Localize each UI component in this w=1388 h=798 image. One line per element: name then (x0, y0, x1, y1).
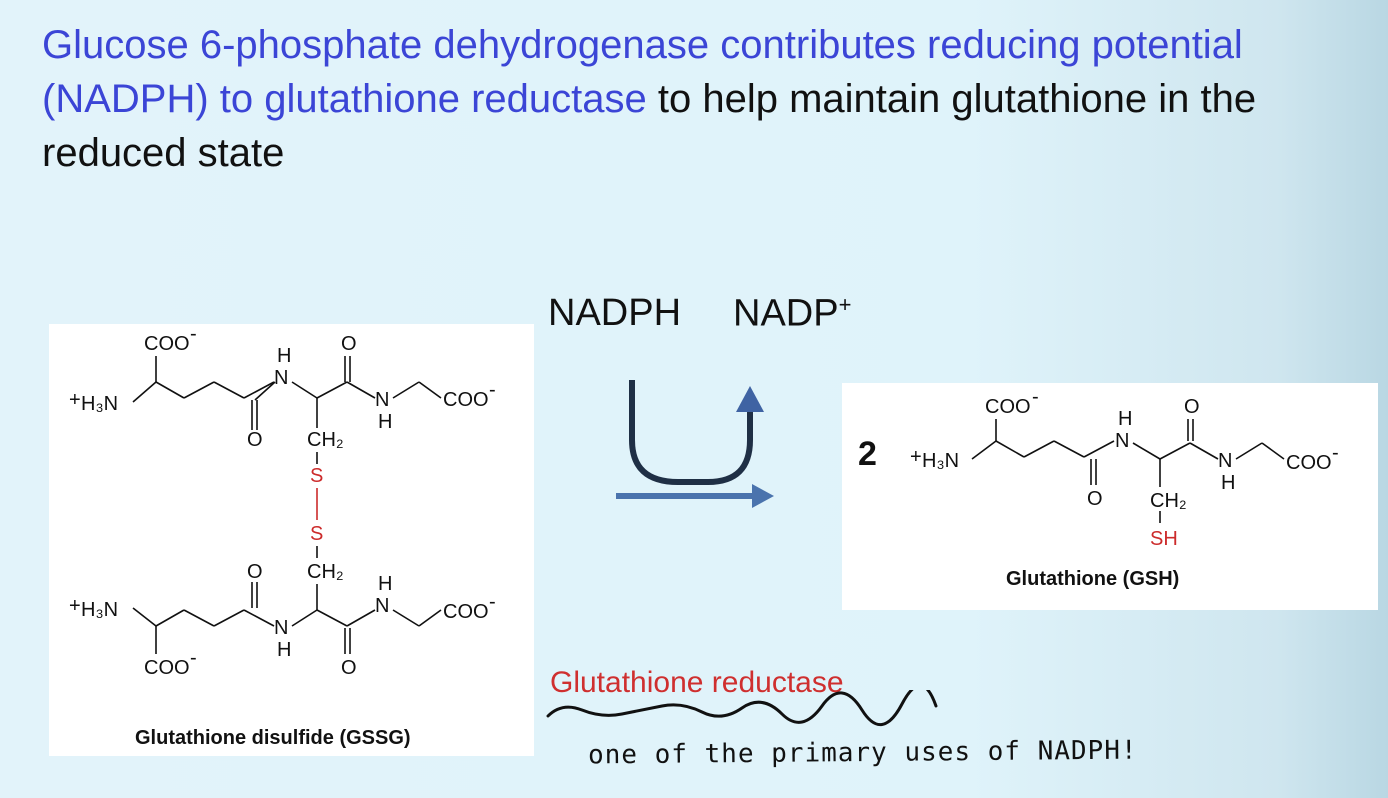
gssg-top-amine: H₃N (81, 393, 118, 415)
gsh-structure-panel: 2 + H₃N COO - O H N CH₂ SH O N H COO - G… (842, 383, 1378, 610)
gsh-amide-h-2: H (1221, 472, 1235, 494)
cofactor-arrowhead-icon (736, 386, 764, 412)
gssg-bottom-carbonyl-o-1: O (247, 561, 263, 583)
gssg-bottom-carboxylate-1: COO (144, 657, 190, 679)
gsh-carboxylate-1: COO (985, 396, 1031, 418)
gssg-bottom-methylene: CH₂ (307, 561, 344, 583)
gssg-top-carboxylate-1: COO (144, 333, 190, 355)
gsh-carboxylate-1-charge: - (1032, 386, 1039, 408)
reaction-arrow (616, 380, 774, 508)
gssg-top-amide-n-1: N (274, 367, 288, 389)
gssg-sulfur-2: S (310, 523, 323, 545)
gssg-top-amine-charge: + (69, 389, 81, 411)
gssg-bottom-amide-n-2: N (375, 595, 389, 617)
handwritten-note: one of the primary uses of NADPH! (587, 735, 1138, 771)
gssg-bottom-amide-h-2: H (378, 573, 392, 595)
gssg-top-amide-n-2: N (375, 389, 389, 411)
gssg-caption: Glutathione disulfide (GSSG) (135, 727, 411, 749)
gssg-top-carbonyl-o-2: O (341, 333, 357, 355)
gssg-bottom-carbonyl-o-2: O (341, 657, 357, 679)
gsh-carboxylate-2-charge: - (1332, 442, 1339, 464)
gsh-carbonyl-o-2: O (1184, 396, 1200, 418)
gsh-coefficient: 2 (858, 435, 877, 473)
gsh-thiol: SH (1150, 528, 1178, 550)
gssg-top-carboxylate-2-charge: - (489, 379, 496, 401)
gssg-bottom-amide-h-1: H (277, 639, 291, 661)
gssg-top-amide-h-2: H (378, 411, 392, 433)
slide-title: Glucose 6-phosphate dehydrogenase contri… (42, 18, 1362, 180)
title-highlight: Glucose 6-phosphate dehydrogenase contri… (42, 23, 1243, 121)
gsh-amine: H₃N (922, 450, 959, 472)
gssg-bottom-amine: H₃N (81, 599, 118, 621)
gssg-top-carbonyl-o-1: O (247, 429, 263, 451)
cofactor-curved-arrow (629, 380, 753, 485)
gssg-top-amide-h-1: H (277, 345, 291, 367)
cofactor-nadp: NADP+ (733, 292, 851, 336)
gssg-bottom-amide-n-1: N (274, 617, 288, 639)
cofactor-nadph: NADPH (548, 292, 682, 334)
cofactor-nadp-label: NADP (733, 292, 839, 335)
gsh-amide-h-1: H (1118, 408, 1132, 430)
gssg-bottom-amine-charge: + (69, 595, 81, 617)
gsh-caption: Glutathione (GSH) (1006, 568, 1179, 590)
gsh-amide-n-2: N (1218, 450, 1232, 472)
cofactor-nadp-charge: + (838, 292, 852, 317)
gssg-bottom-carboxylate-1-charge: - (190, 647, 197, 669)
gsh-amide-n-1: N (1115, 430, 1129, 452)
gssg-structure: + H₃N COO - O H N CH₂ O N H COO - S S (69, 323, 496, 749)
gsh-methylene: CH₂ (1150, 490, 1187, 512)
gssg-structure-panel: + H₃N COO - O H N CH₂ O N H COO - S S (49, 323, 534, 756)
gssg-bottom-carboxylate-2-charge: - (489, 591, 496, 613)
gssg-bottom-carboxylate-2: COO (443, 601, 489, 623)
enzyme-label: Glutathione reductase (550, 666, 844, 699)
handwritten-underline-squiggle (546, 690, 938, 727)
gsh-structure: 2 + H₃N COO - O H N CH₂ SH O N H COO - G… (858, 386, 1339, 590)
gssg-sulfur-1: S (310, 465, 323, 487)
gssg-top-methylene: CH₂ (307, 429, 344, 451)
gsh-amine-charge: + (910, 446, 922, 468)
gssg-top-carboxylate-1-charge: - (190, 324, 197, 345)
gssg-top-carboxylate-2: COO (443, 389, 489, 411)
gsh-carboxylate-2: COO (1286, 452, 1332, 474)
main-arrowhead-icon (752, 484, 774, 508)
title-rest: to help maintain glutathione in the redu… (42, 77, 1257, 175)
gsh-carbonyl-o-1: O (1087, 488, 1103, 510)
